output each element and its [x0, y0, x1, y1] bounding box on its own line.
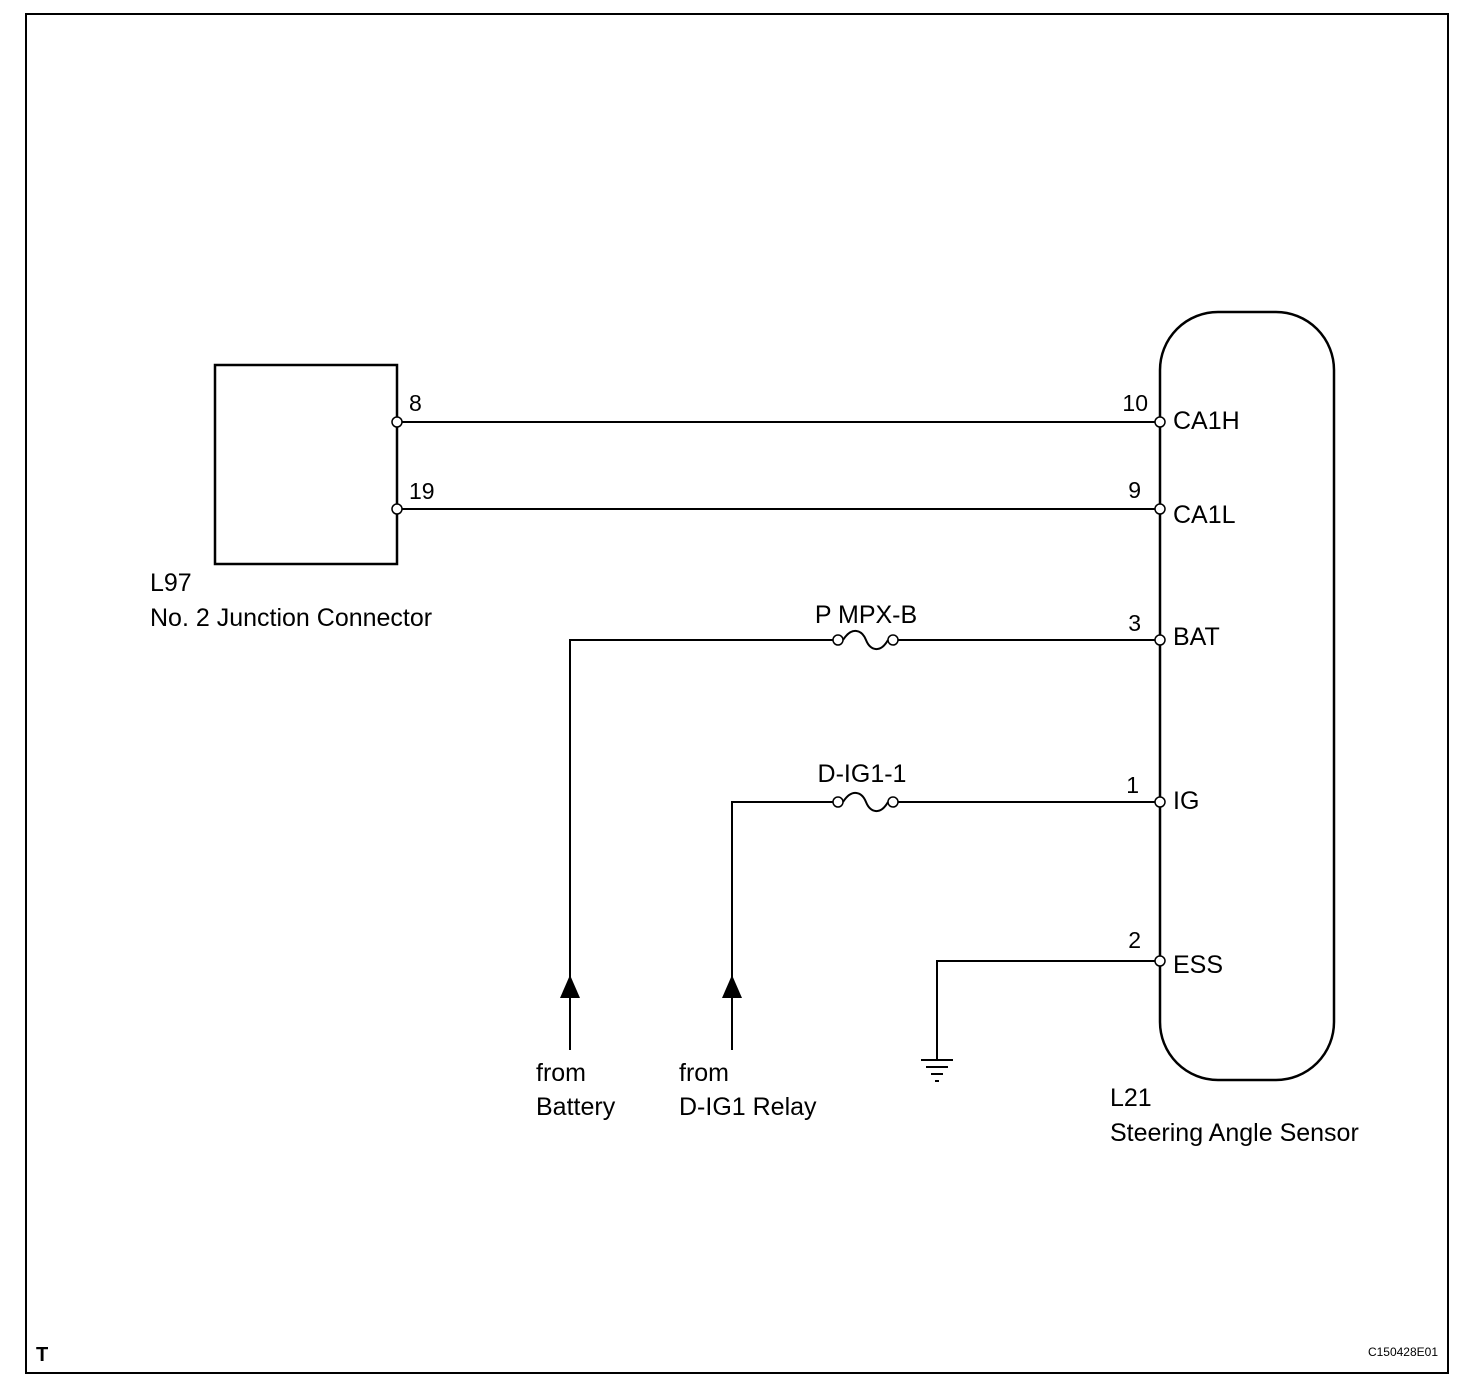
fuse-bat-label: P MPX-B — [815, 601, 917, 629]
pin-name-ca1l: CA1L — [1173, 501, 1236, 529]
fuse-bat-element — [842, 630, 889, 650]
terminal-l97-19 — [391, 503, 403, 515]
arrow-from-battery — [560, 975, 580, 998]
pin-l21-9: 9 — [1128, 477, 1141, 503]
sensor-l21-name: Steering Angle Sensor — [1110, 1119, 1359, 1147]
pin-name-ca1h: CA1H — [1173, 407, 1240, 435]
figure-code: C150428E01 — [1368, 1345, 1438, 1359]
wire-bat-battery-side — [569, 639, 838, 1050]
source-battery-line2: Battery — [536, 1093, 616, 1121]
corner-mark: T — [36, 1344, 48, 1366]
fuse-bat-terminal-left — [832, 634, 844, 646]
source-battery-line1: from — [536, 1059, 586, 1087]
connector-l97-id: L97 — [150, 569, 192, 597]
fuse-ig-label: D-IG1-1 — [818, 760, 907, 788]
fuse-ig-terminal-right — [887, 796, 899, 808]
ground-icon — [921, 1059, 953, 1082]
terminal-l21-9 — [1154, 503, 1166, 515]
terminal-l21-2 — [1154, 955, 1166, 967]
pin-l97-19: 19 — [409, 478, 435, 504]
steering-angle-sensor-box — [1158, 310, 1336, 1082]
junction-connector-box — [213, 363, 399, 566]
pin-l97-8: 8 — [409, 390, 422, 416]
source-relay-line2: D-IG1 Relay — [679, 1093, 817, 1121]
diagram-frame — [25, 13, 1449, 1374]
fuse-bat-terminal-right — [887, 634, 899, 646]
terminal-l21-3 — [1154, 634, 1166, 646]
terminal-l21-10 — [1154, 416, 1166, 428]
fuse-ig-terminal-left — [832, 796, 844, 808]
pin-l21-2: 2 — [1128, 927, 1141, 953]
pin-l21-1: 1 — [1126, 772, 1139, 798]
arrow-from-relay — [722, 975, 742, 998]
pin-l21-3: 3 — [1128, 610, 1141, 636]
wire-ig-relay-side — [731, 801, 838, 1050]
fuse-ig-element — [842, 792, 889, 812]
wire-ess-ground — [936, 960, 1160, 1060]
connector-l97-name: No. 2 Junction Connector — [150, 604, 432, 632]
terminal-l21-1 — [1154, 796, 1166, 808]
pin-name-ig: IG — [1173, 787, 1199, 815]
sensor-l21-id: L21 — [1110, 1084, 1152, 1112]
source-relay-line1: from — [679, 1059, 729, 1087]
pin-name-ess: ESS — [1173, 951, 1223, 979]
pin-name-bat: BAT — [1173, 623, 1220, 651]
pin-l21-10: 10 — [1122, 390, 1148, 416]
terminal-l97-8 — [391, 416, 403, 428]
